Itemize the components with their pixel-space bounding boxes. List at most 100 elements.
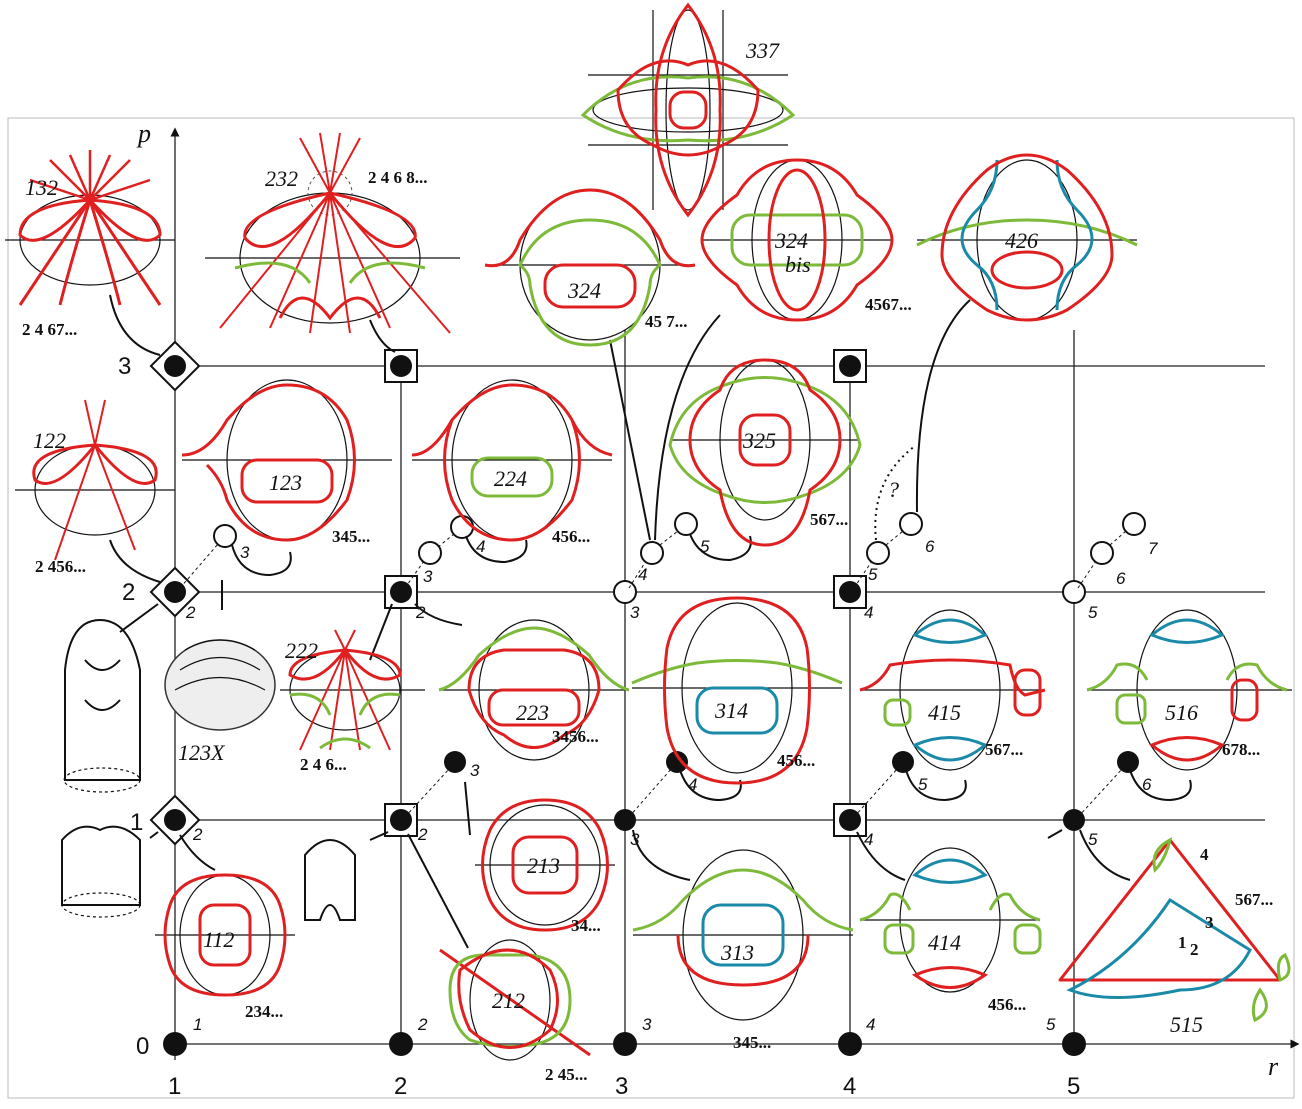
figure-325: 325 567... bbox=[668, 358, 862, 547]
svg-text:515: 515 bbox=[1170, 1012, 1203, 1037]
svg-text:4: 4 bbox=[866, 1015, 875, 1034]
svg-text:5: 5 bbox=[1088, 830, 1098, 849]
svg-text:234...: 234... bbox=[245, 1002, 283, 1021]
svg-text:456...: 456... bbox=[988, 995, 1026, 1014]
svg-text:2 4 6...: 2 4 6... bbox=[300, 755, 347, 774]
x-tick-1: 1 bbox=[168, 1073, 181, 1100]
figure-122: 122 2 456... bbox=[15, 399, 175, 576]
svg-text:314: 314 bbox=[714, 698, 748, 723]
surface-drawing-row2 bbox=[63, 618, 141, 793]
svg-text:3: 3 bbox=[630, 603, 640, 622]
svg-text:bis: bis bbox=[785, 252, 811, 277]
label-123X: 123X bbox=[178, 740, 226, 765]
svg-text:324: 324 bbox=[774, 228, 808, 253]
svg-text:122: 122 bbox=[33, 428, 66, 453]
figure-213: 213 34... bbox=[475, 798, 615, 935]
figure-232: 232 2 4 6 8... bbox=[205, 132, 460, 334]
svg-text:456...: 456... bbox=[777, 751, 815, 770]
svg-text:678...: 678... bbox=[1222, 740, 1260, 759]
surface-drawing-row1-left bbox=[61, 825, 141, 918]
connectors bbox=[109, 294, 1131, 949]
y-tick-0: 0 bbox=[136, 1033, 149, 1060]
x-axis-label: r bbox=[1268, 1052, 1279, 1081]
figure-515: 4 3 1 2 515 567... bbox=[1058, 837, 1291, 1037]
svg-text:4: 4 bbox=[864, 603, 873, 622]
svg-text:516: 516 bbox=[1165, 700, 1198, 725]
svg-text:1: 1 bbox=[1178, 933, 1187, 952]
row0-nodes: 1 2 3 4 5 bbox=[163, 1015, 1086, 1056]
y-tick-1: 1 bbox=[130, 809, 143, 836]
figure-426: 426 bbox=[916, 153, 1138, 322]
x-tick-4: 4 bbox=[843, 1073, 856, 1100]
svg-text:2 4 67...: 2 4 67... bbox=[22, 320, 77, 339]
svg-text:7: 7 bbox=[1148, 539, 1158, 558]
svg-text:6: 6 bbox=[925, 537, 935, 556]
surface-drawing-row1-mid bbox=[304, 839, 356, 921]
svg-text:5: 5 bbox=[700, 537, 710, 556]
figure-314: 314 456... bbox=[631, 596, 843, 785]
x-tick-3: 3 bbox=[615, 1073, 628, 1100]
svg-text:3: 3 bbox=[642, 1015, 652, 1034]
figure-224: 224 456... bbox=[411, 379, 613, 546]
figure-223: 223 3456... bbox=[438, 619, 630, 761]
svg-text:3: 3 bbox=[1205, 913, 1214, 932]
x-tick-2: 2 bbox=[394, 1073, 407, 1100]
svg-text:6: 6 bbox=[1116, 569, 1126, 588]
question-mark: ? bbox=[888, 477, 899, 502]
figure-313: 313 345... bbox=[632, 849, 854, 1052]
svg-text:414: 414 bbox=[928, 930, 961, 955]
svg-text:112: 112 bbox=[203, 927, 234, 952]
svg-text:313: 313 bbox=[720, 940, 754, 965]
y-tick-2: 2 bbox=[122, 579, 135, 606]
svg-text:213: 213 bbox=[527, 853, 560, 878]
svg-text:222: 222 bbox=[285, 638, 318, 663]
svg-text:324: 324 bbox=[567, 278, 601, 303]
figure-132: 132 2 4 67... bbox=[5, 150, 175, 339]
svg-text:223: 223 bbox=[516, 700, 549, 725]
figure-222: 222 2 4 6... bbox=[280, 629, 425, 774]
svg-text:123: 123 bbox=[269, 470, 302, 495]
figure-212: 212 2 45... bbox=[439, 939, 591, 1084]
svg-text:456...: 456... bbox=[552, 527, 590, 546]
svg-text:567...: 567... bbox=[1235, 890, 1273, 909]
row2-nodes: 2 2 3 4 5 3 3 4 4 5 5 6 6 7 ? bbox=[149, 445, 1158, 622]
svg-text:6: 6 bbox=[1142, 775, 1152, 794]
svg-text:3: 3 bbox=[423, 567, 433, 586]
svg-text:45 7...: 45 7... bbox=[645, 312, 688, 331]
svg-text:212: 212 bbox=[492, 988, 525, 1013]
svg-text:2: 2 bbox=[417, 825, 428, 844]
figure-337: 337 bbox=[580, 2, 796, 218]
figure-516: 516 678... bbox=[1086, 609, 1292, 771]
svg-text:232: 232 bbox=[265, 166, 298, 191]
svg-text:2: 2 bbox=[415, 603, 426, 622]
svg-text:2 456...: 2 456... bbox=[35, 557, 86, 576]
svg-text:2: 2 bbox=[185, 603, 196, 622]
figure-123: 123 345... bbox=[181, 379, 392, 546]
surface-123X: 123X bbox=[164, 639, 276, 765]
svg-text:4567...: 4567... bbox=[865, 295, 912, 314]
svg-text:4: 4 bbox=[1200, 845, 1209, 864]
svg-text:3456...: 3456... bbox=[552, 727, 599, 746]
svg-text:415: 415 bbox=[928, 700, 961, 725]
svg-text:5: 5 bbox=[868, 565, 878, 584]
svg-text:2: 2 bbox=[192, 825, 203, 844]
figure-415: 415 567... bbox=[859, 609, 1046, 771]
y-tick-3: 3 bbox=[118, 353, 131, 380]
frame bbox=[7, 117, 1295, 1099]
svg-text:132: 132 bbox=[25, 175, 58, 200]
svg-text:2 45...: 2 45... bbox=[545, 1065, 588, 1084]
svg-text:4: 4 bbox=[864, 830, 873, 849]
row1-nodes: 2 2 3 4 5 3 4 5 6 bbox=[149, 751, 1192, 849]
svg-text:426: 426 bbox=[1005, 228, 1038, 253]
svg-text:337: 337 bbox=[745, 38, 780, 63]
svg-text:567...: 567... bbox=[810, 510, 848, 529]
svg-text:345...: 345... bbox=[733, 1033, 771, 1052]
svg-text:5: 5 bbox=[1046, 1015, 1056, 1034]
svg-text:4: 4 bbox=[476, 537, 485, 556]
svg-text:5: 5 bbox=[918, 775, 928, 794]
svg-text:5: 5 bbox=[1088, 603, 1098, 622]
svg-text:567...: 567... bbox=[985, 740, 1023, 759]
svg-text:34...: 34... bbox=[571, 916, 601, 935]
svg-text:4: 4 bbox=[638, 565, 647, 584]
